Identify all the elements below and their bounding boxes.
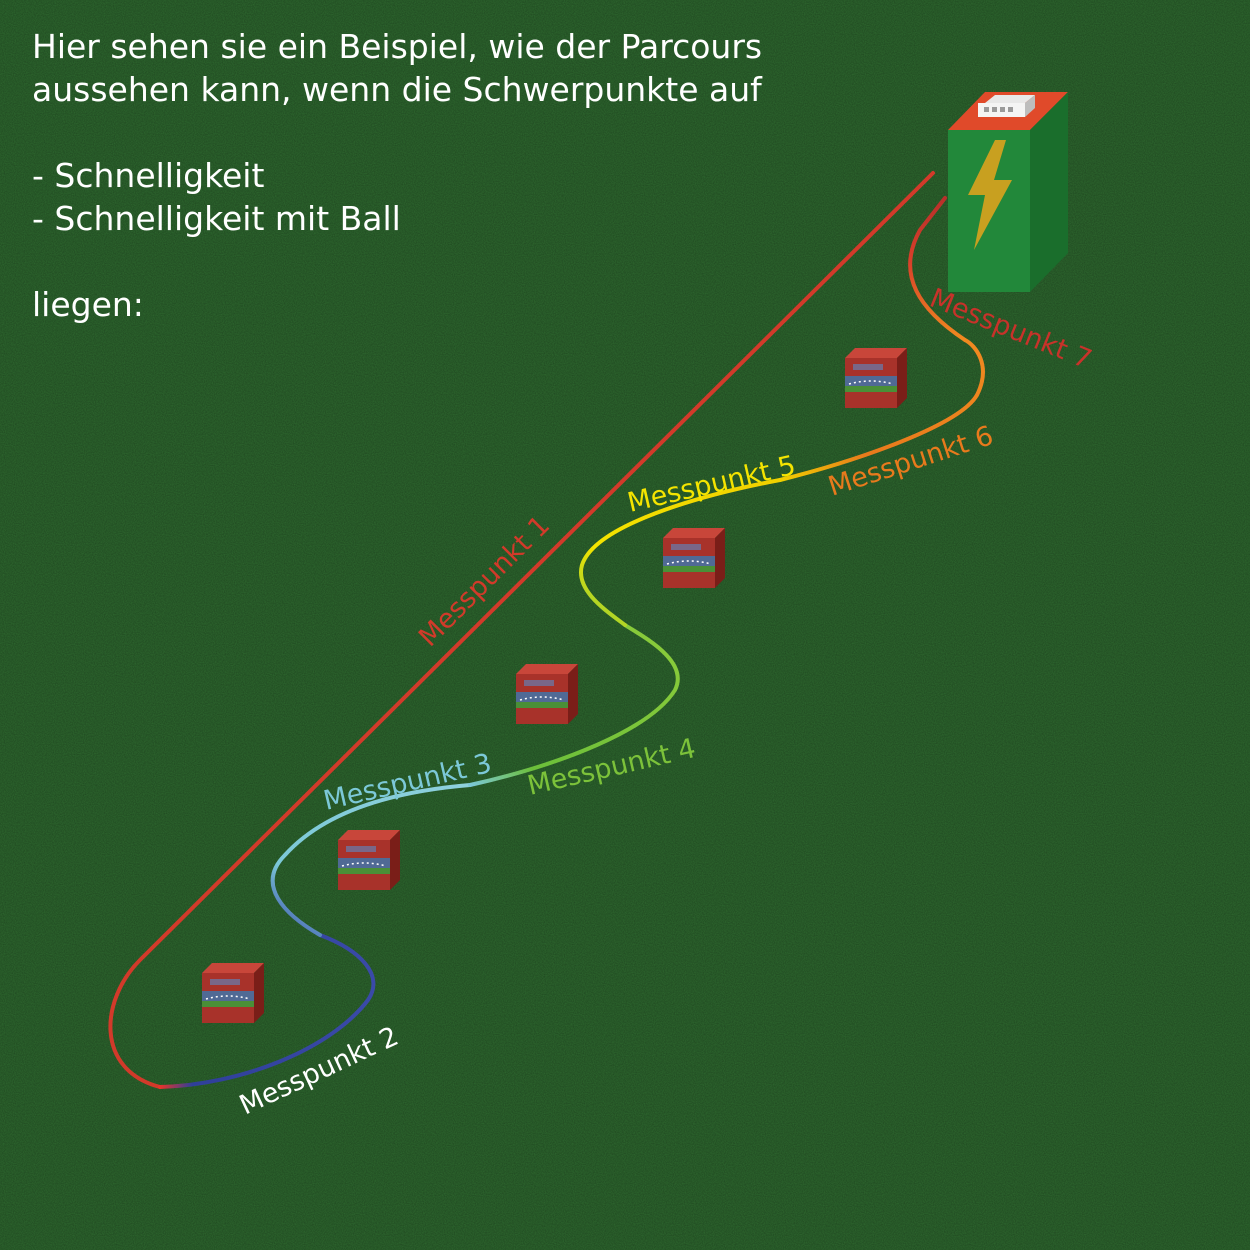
- segment-2-line: [158, 933, 376, 1089]
- cone-box-4: [662, 527, 726, 589]
- intro-item-2: - Schnelligkeit mit Ball: [32, 199, 401, 238]
- intro-item-1: - Schnelligkeit: [32, 156, 264, 195]
- cone-box-2: [337, 829, 401, 891]
- segment-5-line: [578, 478, 782, 627]
- segment-4-line: [468, 623, 680, 787]
- cone-box-1: [201, 962, 265, 1024]
- segment-6-line: [778, 338, 985, 482]
- timer-device: [978, 95, 1035, 117]
- cone-box-5: [844, 347, 908, 409]
- intro-line-1: Hier sehen sie ein Beispiel, wie der Par…: [32, 27, 762, 66]
- course-path: [108, 171, 985, 1089]
- segment-7-line: [908, 196, 967, 342]
- segment-3-line: [270, 783, 472, 937]
- gate-side: [1030, 92, 1068, 292]
- cone-box-3: [515, 663, 579, 725]
- start-gate: [948, 92, 1068, 292]
- intro-outro: liegen:: [32, 285, 144, 324]
- segment-1-line: [108, 171, 935, 1089]
- intro-text: Hier sehen sie ein Beispiel, wie der Par…: [32, 27, 763, 324]
- intro-line-2: aussehen kann, wenn die Schwerpunkte auf: [32, 70, 763, 109]
- lightning-icon: [968, 140, 1012, 250]
